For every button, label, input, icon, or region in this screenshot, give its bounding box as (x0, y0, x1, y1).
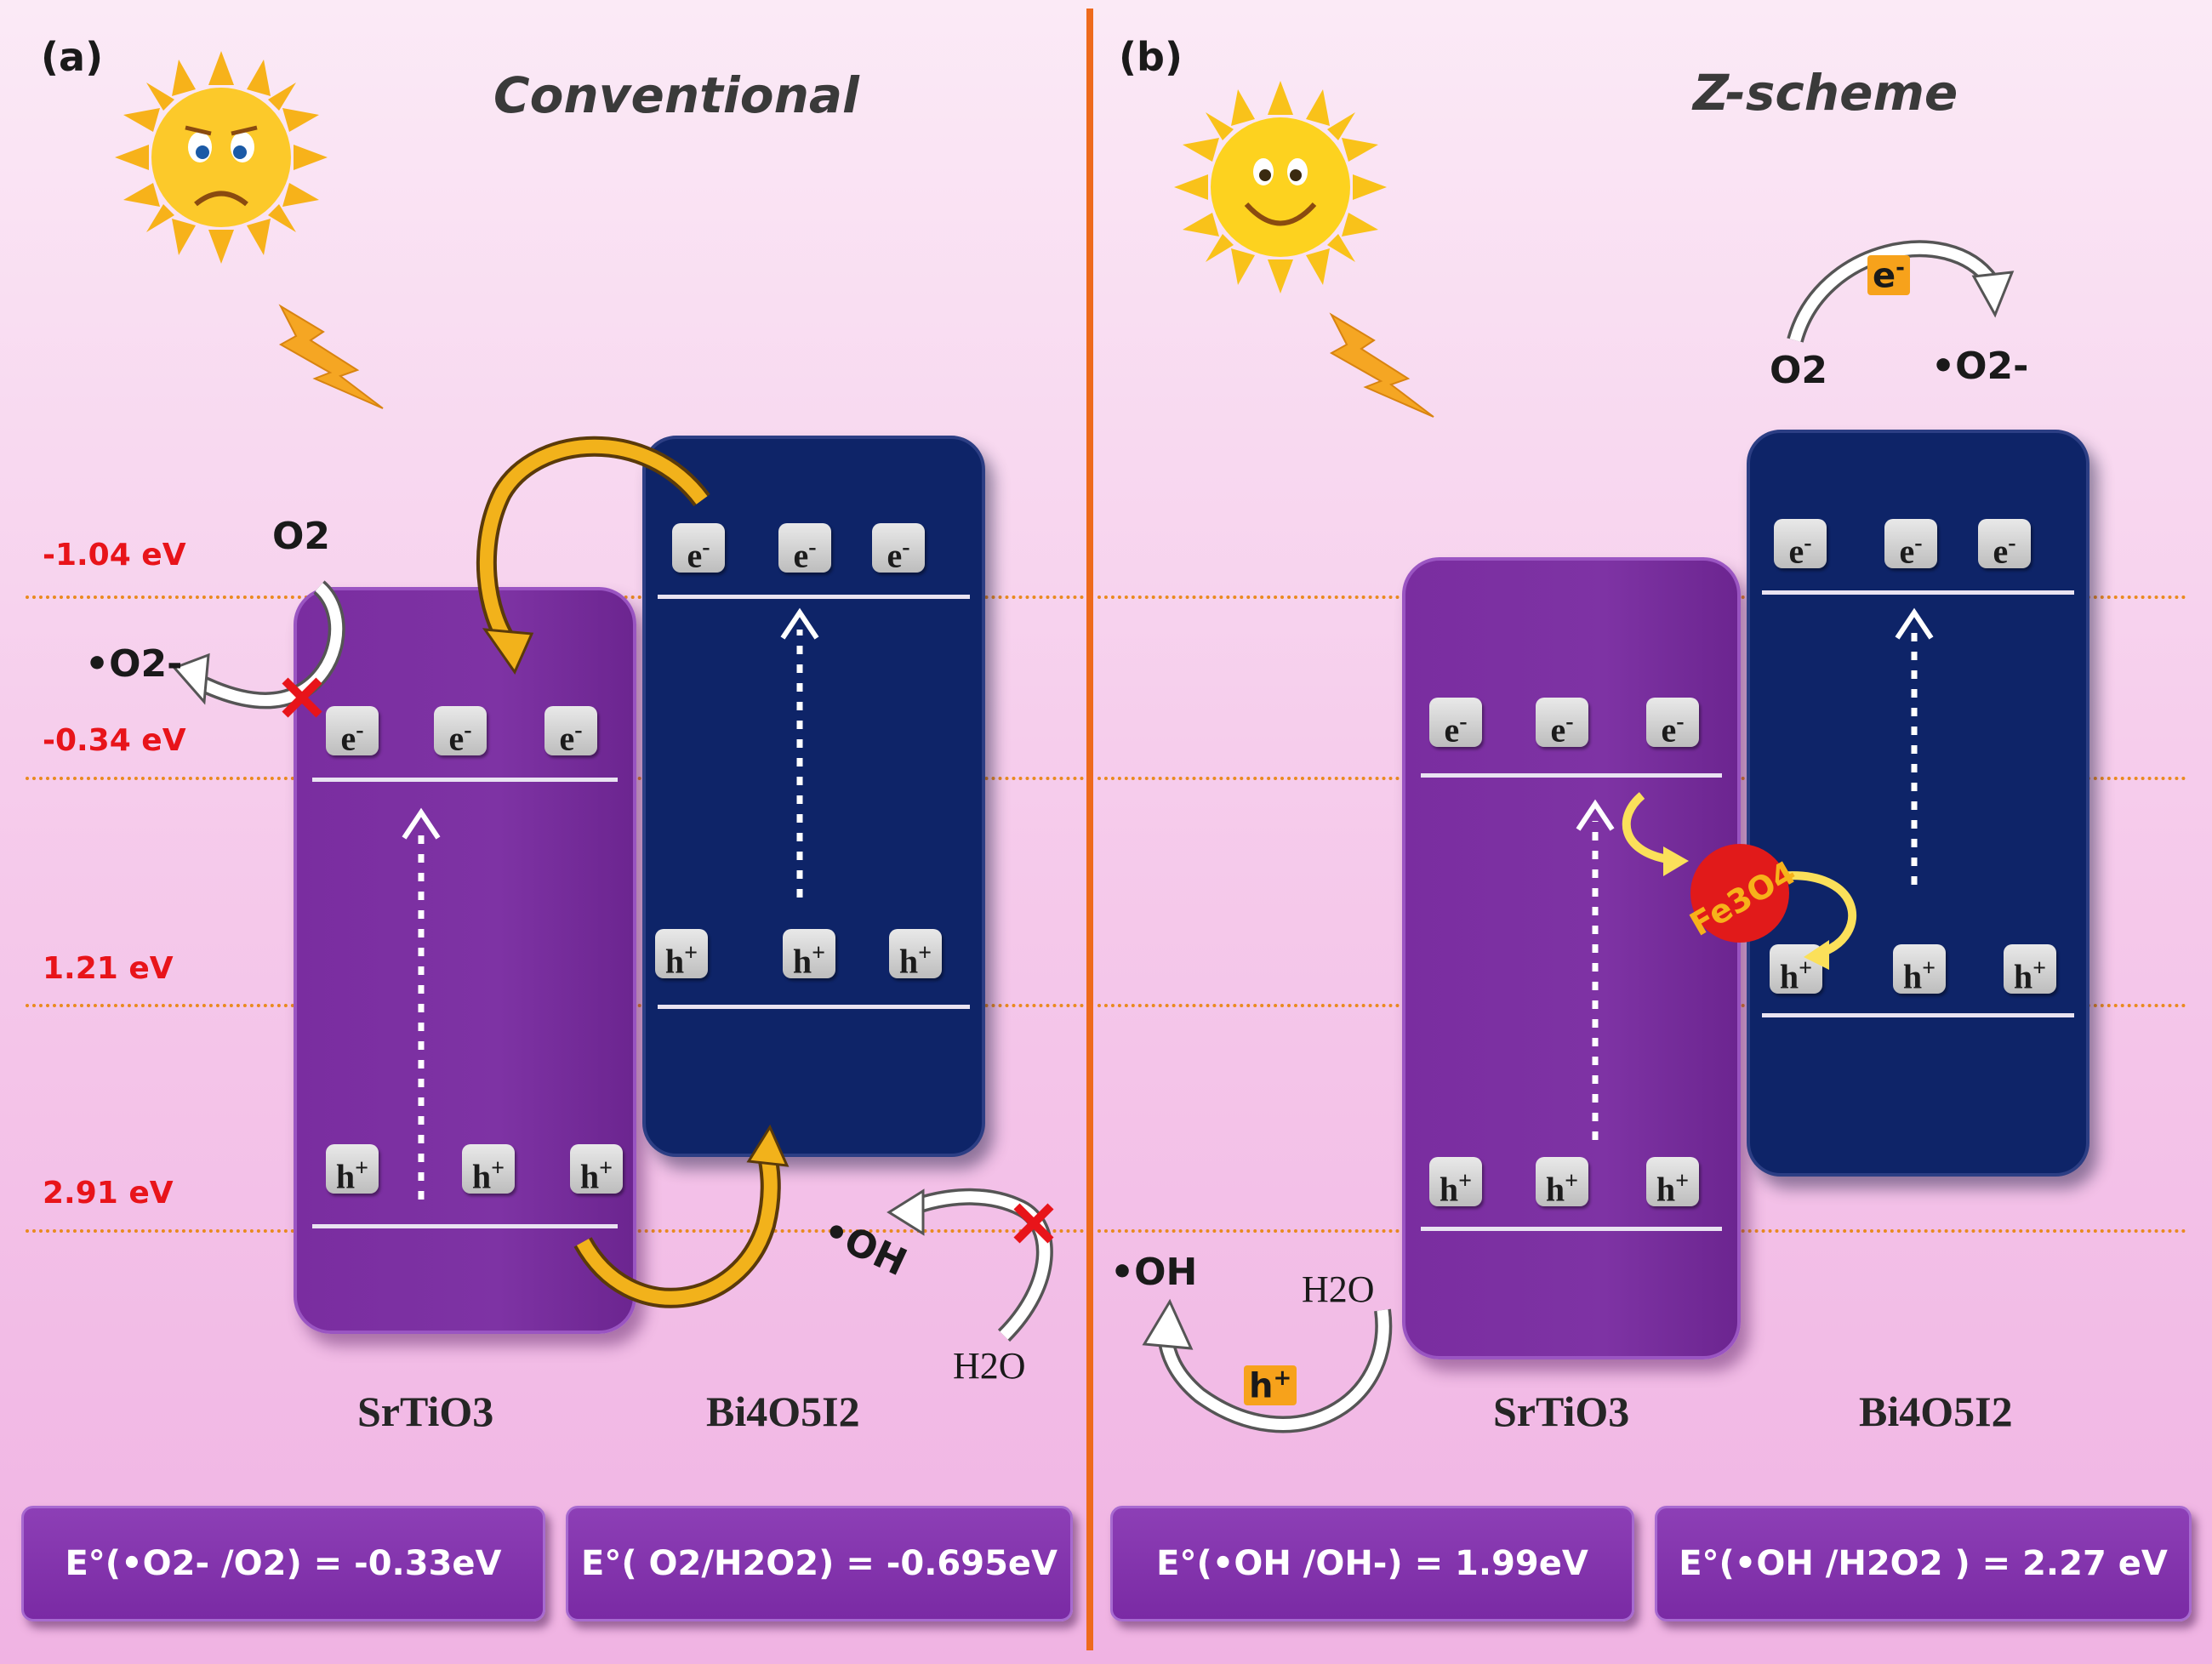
valence-band-edge (658, 1005, 970, 1009)
electron: e- (1884, 519, 1937, 570)
electron-tag: e- (1867, 255, 1910, 296)
valence-band-edge (1421, 1227, 1722, 1231)
hydroxyl-label: •OH (1110, 1251, 1198, 1294)
hole: h+ (783, 929, 835, 980)
panel-a-title: Conventional (493, 66, 859, 124)
level-label-2: -0.34 eV (43, 723, 186, 758)
blocked-cross-icon (1013, 1203, 1054, 1244)
srtio3-label: SrTiO3 (1493, 1388, 1630, 1435)
lightning-icon (278, 304, 384, 409)
panel-b-label: (b) (1119, 34, 1183, 80)
potential-box-1: E°(•O2- /O2) = -0.33eV (21, 1506, 545, 1621)
panel-b-arrows: Fe3O4 (1142, 240, 2015, 1433)
srtio3-label: SrTiO3 (357, 1388, 494, 1435)
hole: h+ (1646, 1157, 1699, 1208)
water-label: H2O (1302, 1268, 1375, 1310)
hole: h+ (655, 929, 708, 980)
conduction-band-edge (1762, 590, 2074, 595)
conduction-band-edge (658, 595, 970, 599)
potential-box-4: E°(•OH /H2O2 ) = 2.27 eV (1655, 1506, 2192, 1621)
excitation-arrow-head (1895, 607, 1934, 640)
electron: e- (872, 523, 925, 574)
hole: h+ (1893, 944, 1946, 995)
panel-a-arrows (172, 436, 1054, 1342)
bi4o5i2-label: Bi4O5I2 (1859, 1388, 2013, 1435)
excitation-arrow-head (402, 807, 441, 840)
o2-label: O2 (272, 515, 331, 558)
valence-band-edge (1762, 1013, 2074, 1017)
superoxide-label: •O2- (1931, 345, 2029, 388)
hole: h+ (570, 1144, 623, 1195)
excitation-arrow-head (780, 607, 819, 640)
blocked-cross-icon (282, 677, 322, 718)
electron: e- (434, 706, 487, 757)
o2-label: O2 (1770, 349, 1828, 392)
electron: e- (778, 523, 831, 574)
hole: h+ (2004, 944, 2056, 995)
electron: e- (326, 706, 379, 757)
level-label-1: -1.04 eV (43, 538, 186, 573)
bi4o5i2-label: Bi4O5I2 (706, 1388, 860, 1435)
water-label: H2O (953, 1345, 1026, 1387)
electron: e- (1978, 519, 2031, 570)
hole: h+ (1429, 1157, 1482, 1208)
level-label-4: 2.91 eV (43, 1176, 174, 1211)
electron: e- (1774, 519, 1827, 570)
level-label-3: 1.21 eV (43, 951, 174, 986)
electron: e- (544, 706, 597, 757)
electron: e- (1429, 698, 1482, 749)
hole: h+ (1536, 1157, 1588, 1208)
conduction-band-edge (1421, 773, 1722, 778)
electron: e- (1536, 698, 1588, 749)
electron: e- (1646, 698, 1699, 749)
lightning-icon (1329, 312, 1434, 418)
potential-box-2: E°( O2/H2O2) = -0.695eV (566, 1506, 1073, 1621)
panel-b-title: Z-scheme (1693, 64, 1958, 122)
hole: h+ (889, 929, 942, 980)
superoxide-label: •O2- (85, 642, 183, 686)
srtio3-block (1402, 557, 1741, 1359)
happy-sun-icon (1174, 81, 1387, 293)
valence-band-edge (312, 1224, 618, 1228)
hole-tag: h+ (1244, 1365, 1297, 1406)
sad-sun-icon (115, 51, 328, 264)
hole: h+ (326, 1144, 379, 1195)
fe3o4-particle (1690, 844, 1789, 943)
electron: e- (672, 523, 725, 574)
panel-a-label: (a) (41, 34, 104, 80)
panel-divider (1086, 9, 1093, 1650)
hole: h+ (462, 1144, 515, 1195)
potential-box-3: E°(•OH /OH-) = 1.99eV (1110, 1506, 1634, 1621)
excitation-arrow-head (1576, 799, 1615, 831)
conduction-band-edge (312, 778, 618, 782)
